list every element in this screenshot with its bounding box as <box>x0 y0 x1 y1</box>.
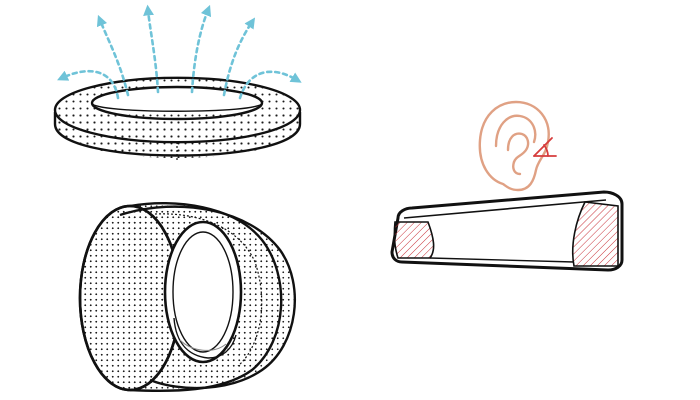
breathable-earpad-illustration <box>53 76 302 160</box>
airflow-arrows <box>57 4 302 100</box>
airflow-arrow <box>143 4 160 94</box>
angle-icon <box>533 137 557 157</box>
airflow-arrow <box>57 69 120 100</box>
thick-earpad-illustration <box>78 201 297 393</box>
airflow-arrow <box>222 17 256 97</box>
airflow-arrow <box>190 4 212 94</box>
airflow-arrow <box>238 70 302 100</box>
ear-icon <box>478 100 550 192</box>
angled-earpad-cross-section <box>390 190 624 272</box>
airflow-arrow <box>96 14 130 97</box>
